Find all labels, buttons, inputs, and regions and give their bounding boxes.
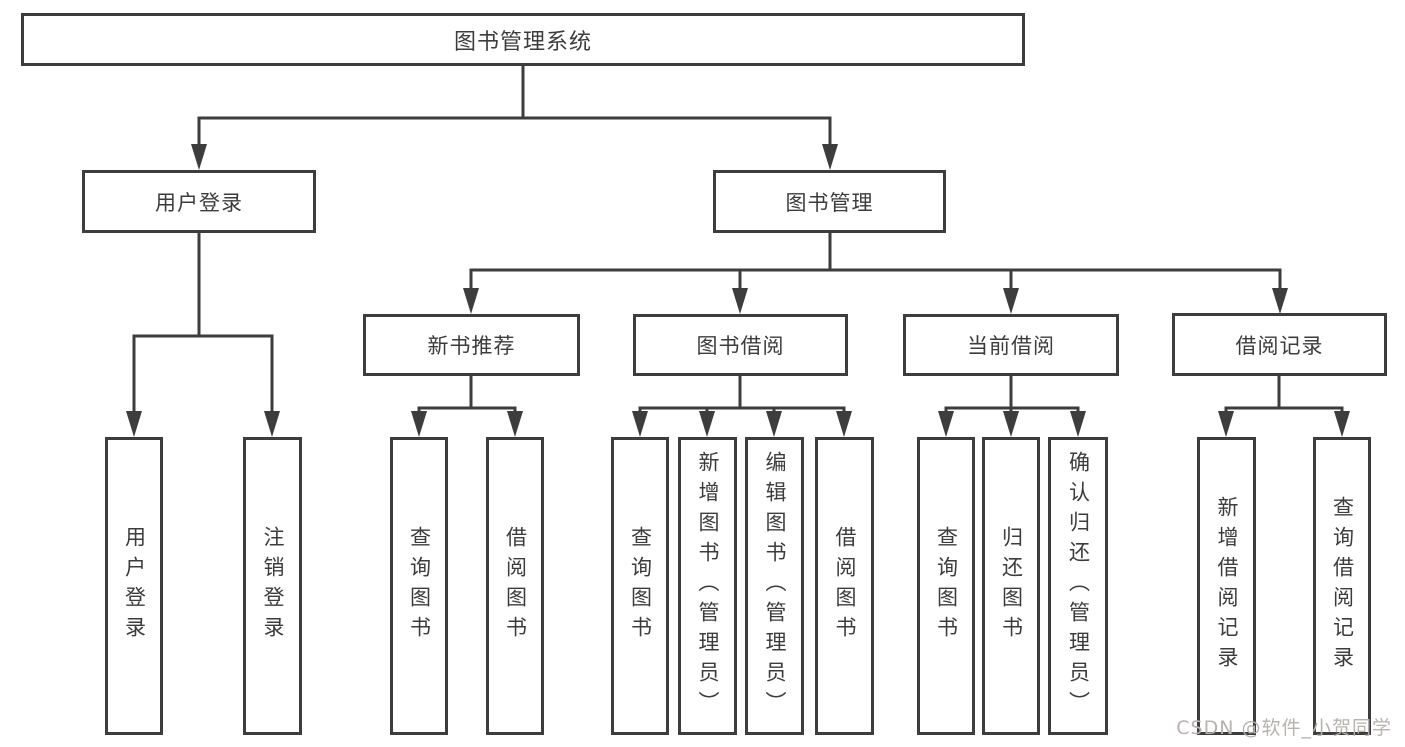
leaf-label: 编辑图书（管理员） (763, 451, 787, 721)
node-book-management: 图书管理 (713, 170, 946, 233)
leaf-label: 查询借阅记录 (1330, 496, 1355, 676)
leaf-label: 用户登录 (122, 526, 147, 646)
leaf-label: 借阅图书 (833, 526, 857, 646)
node-current-borrow: 当前借阅 (903, 314, 1119, 376)
leaf-label: 确认归还（管理员） (1066, 451, 1091, 721)
node-user-login: 用户登录 (82, 170, 316, 233)
leaf-current-confirm-return-admin: 确认归还（管理员） (1048, 437, 1108, 735)
leaf-label: 查询图书 (934, 526, 959, 646)
leaf-label: 归还图书 (999, 526, 1024, 646)
leaf-label: 新增借阅记录 (1215, 496, 1239, 676)
leaf-label: 借阅图书 (503, 526, 528, 646)
csdn-watermark: CSDN @软件_小贺同学 (1176, 717, 1392, 739)
leaf-user-login: 用户登录 (105, 437, 163, 735)
leaf-borrow-edit-book-admin: 编辑图书（管理员） (745, 437, 804, 735)
node-new-book-recommend: 新书推荐 (363, 314, 580, 376)
leaf-label: 查询图书 (407, 526, 432, 646)
leaf-borrow-borrow-book: 借阅图书 (815, 437, 874, 735)
leaf-label: 查询图书 (628, 526, 653, 646)
leaf-label: 注销登录 (261, 526, 285, 646)
leaf-label: 新增图书（管理员） (696, 451, 720, 721)
node-book-borrow: 图书借阅 (633, 314, 848, 376)
leaf-borrow-query-book: 查询图书 (611, 437, 669, 735)
node-library-system: 图书管理系统 (21, 13, 1025, 66)
leaf-record-query-record: 查询借阅记录 (1313, 437, 1371, 735)
leaf-current-query-book: 查询图书 (917, 437, 975, 735)
node-borrow-record: 借阅记录 (1172, 313, 1387, 376)
leaf-borrow-add-book-admin: 新增图书（管理员） (678, 437, 737, 735)
leaf-record-add-record: 新增借阅记录 (1197, 437, 1256, 735)
leaf-logout: 注销登录 (243, 437, 302, 735)
leaf-newrec-borrow-book: 借阅图书 (486, 437, 544, 735)
leaf-newrec-query-book: 查询图书 (390, 437, 448, 735)
leaf-current-return-book: 归还图书 (982, 437, 1040, 735)
